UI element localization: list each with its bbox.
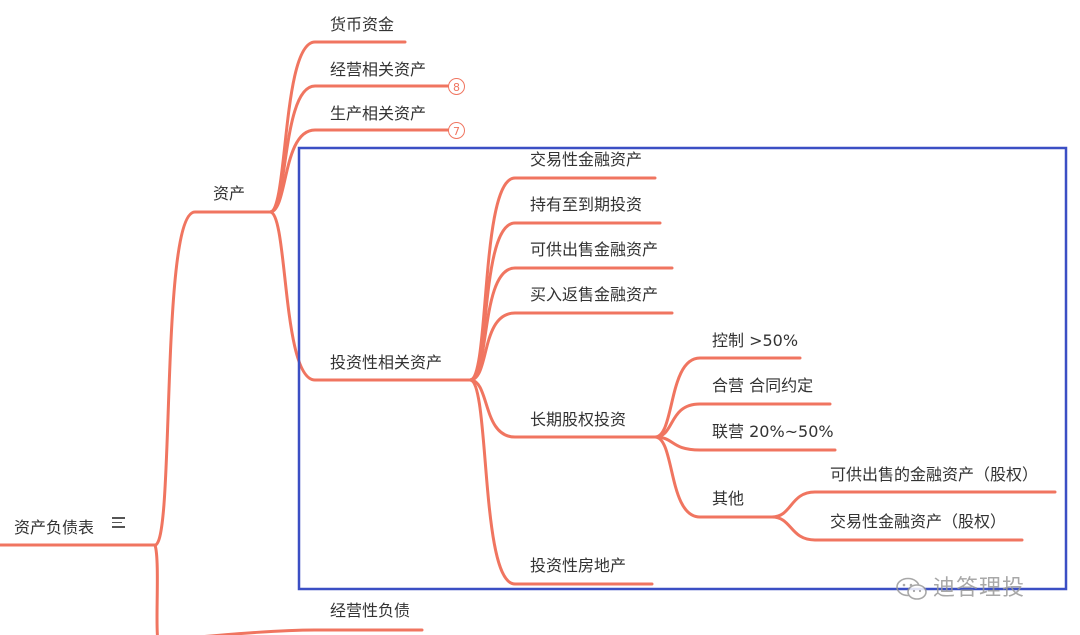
branch-lines — [0, 40, 1057, 635]
branch-afs-equity — [770, 490, 1057, 519]
branch-control — [653, 356, 802, 439]
watermark: 迪答理投 — [895, 570, 1025, 602]
branch-root-liabilities — [153, 543, 159, 635]
branch-lt-equity — [468, 378, 657, 439]
branch-other — [653, 435, 774, 519]
root-node-label[interactable]: 资产负债表 — [14, 518, 95, 537]
branch-production — [268, 128, 450, 214]
node-trading-financial-assets[interactable]: 交易性金融资产 — [530, 150, 643, 169]
node-associate[interactable]: 联营 20%~50% — [712, 422, 834, 441]
branch-resale — [468, 311, 674, 382]
node-joint-venture[interactable]: 合营 合同约定 — [712, 376, 814, 395]
node-afs-equity[interactable]: 可供出售的金融资产（股权） — [830, 465, 1039, 484]
watermark-text: 迪答理投 — [933, 576, 1026, 601]
branch-operating-liabilities — [204, 628, 424, 635]
menu-icon[interactable] — [112, 517, 126, 531]
branch-investment — [268, 210, 472, 382]
node-reverse-repo[interactable]: 买入返售金融资产 — [530, 285, 659, 304]
branch-joint — [653, 402, 832, 439]
node-assets[interactable]: 资产 — [213, 184, 246, 203]
node-trading-equity[interactable]: 交易性金融资产（股权） — [830, 512, 1007, 531]
node-cash[interactable]: 货币资金 — [330, 15, 395, 34]
collapsed-count-badge[interactable]: 8 — [448, 78, 465, 95]
collapsed-count-badge[interactable]: 7 — [448, 122, 465, 139]
branch-trading-equity — [770, 515, 1024, 542]
highlight-box — [297, 146, 1068, 591]
node-investment-assets[interactable]: 投资性相关资产 — [330, 353, 443, 372]
branch-root-assets — [153, 210, 272, 547]
node-other[interactable]: 其他 — [712, 489, 745, 508]
branch-real-estate — [468, 378, 654, 586]
node-operating-liabilities[interactable]: 经营性负债 — [330, 601, 411, 620]
node-available-for-sale[interactable]: 可供出售金融资产 — [530, 240, 659, 259]
wechat-icon — [896, 577, 927, 600]
node-operating-assets[interactable]: 经营相关资产 — [330, 60, 427, 79]
node-production-assets[interactable]: 生产相关资产 — [330, 104, 427, 123]
node-long-term-equity[interactable]: 长期股权投资 — [530, 410, 627, 429]
node-investment-real-estate[interactable]: 投资性房地产 — [530, 556, 627, 575]
node-control[interactable]: 控制 >50% — [712, 331, 799, 350]
node-held-to-maturity[interactable]: 持有至到期投资 — [530, 195, 643, 214]
branch-afs — [468, 266, 674, 382]
